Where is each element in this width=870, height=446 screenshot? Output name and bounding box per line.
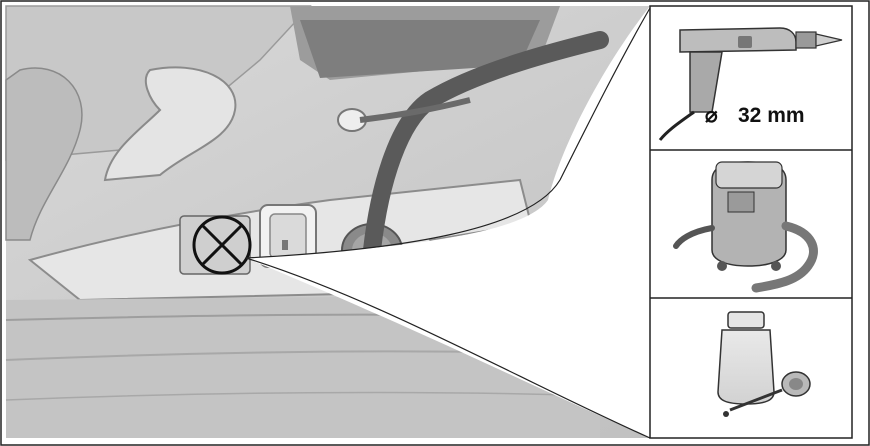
tools-panel: ⌀ 32 mm bbox=[650, 6, 852, 438]
drill-diameter-size: 32 mm bbox=[738, 104, 805, 127]
drill-diameter-symbol: ⌀ bbox=[705, 104, 718, 127]
